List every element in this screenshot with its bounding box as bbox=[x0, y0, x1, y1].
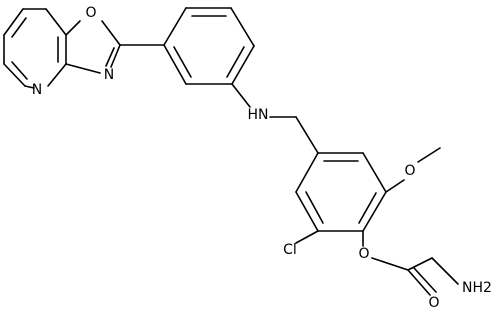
chloro-bond bbox=[295, 230, 319, 244]
amide-nh2-label: NH2 bbox=[462, 280, 492, 296]
methoxy-oxygen-label: O bbox=[404, 163, 415, 179]
atom-labels: O N N HN O Cl O O NH2 bbox=[32, 5, 492, 311]
oxazole-nitrogen-label: N bbox=[104, 67, 114, 83]
benzene-ring-lower bbox=[295, 152, 387, 232]
oxazole-oxygen-label: O bbox=[85, 5, 96, 21]
amide-oxygen-label: O bbox=[428, 295, 439, 311]
methoxy-group bbox=[385, 147, 441, 193]
amine-linker bbox=[231, 83, 319, 154]
pyridine-nitrogen-label: N bbox=[32, 82, 42, 98]
pyridine-ring bbox=[3, 8, 67, 89]
ether-oxygen-label: O bbox=[358, 246, 369, 262]
acetamide-chain bbox=[362, 230, 459, 296]
amine-nh-label: HN bbox=[248, 107, 269, 123]
chloro-label: Cl bbox=[283, 242, 297, 258]
phenyl-ring bbox=[119, 7, 255, 85]
oxazole-ring bbox=[65, 20, 121, 74]
